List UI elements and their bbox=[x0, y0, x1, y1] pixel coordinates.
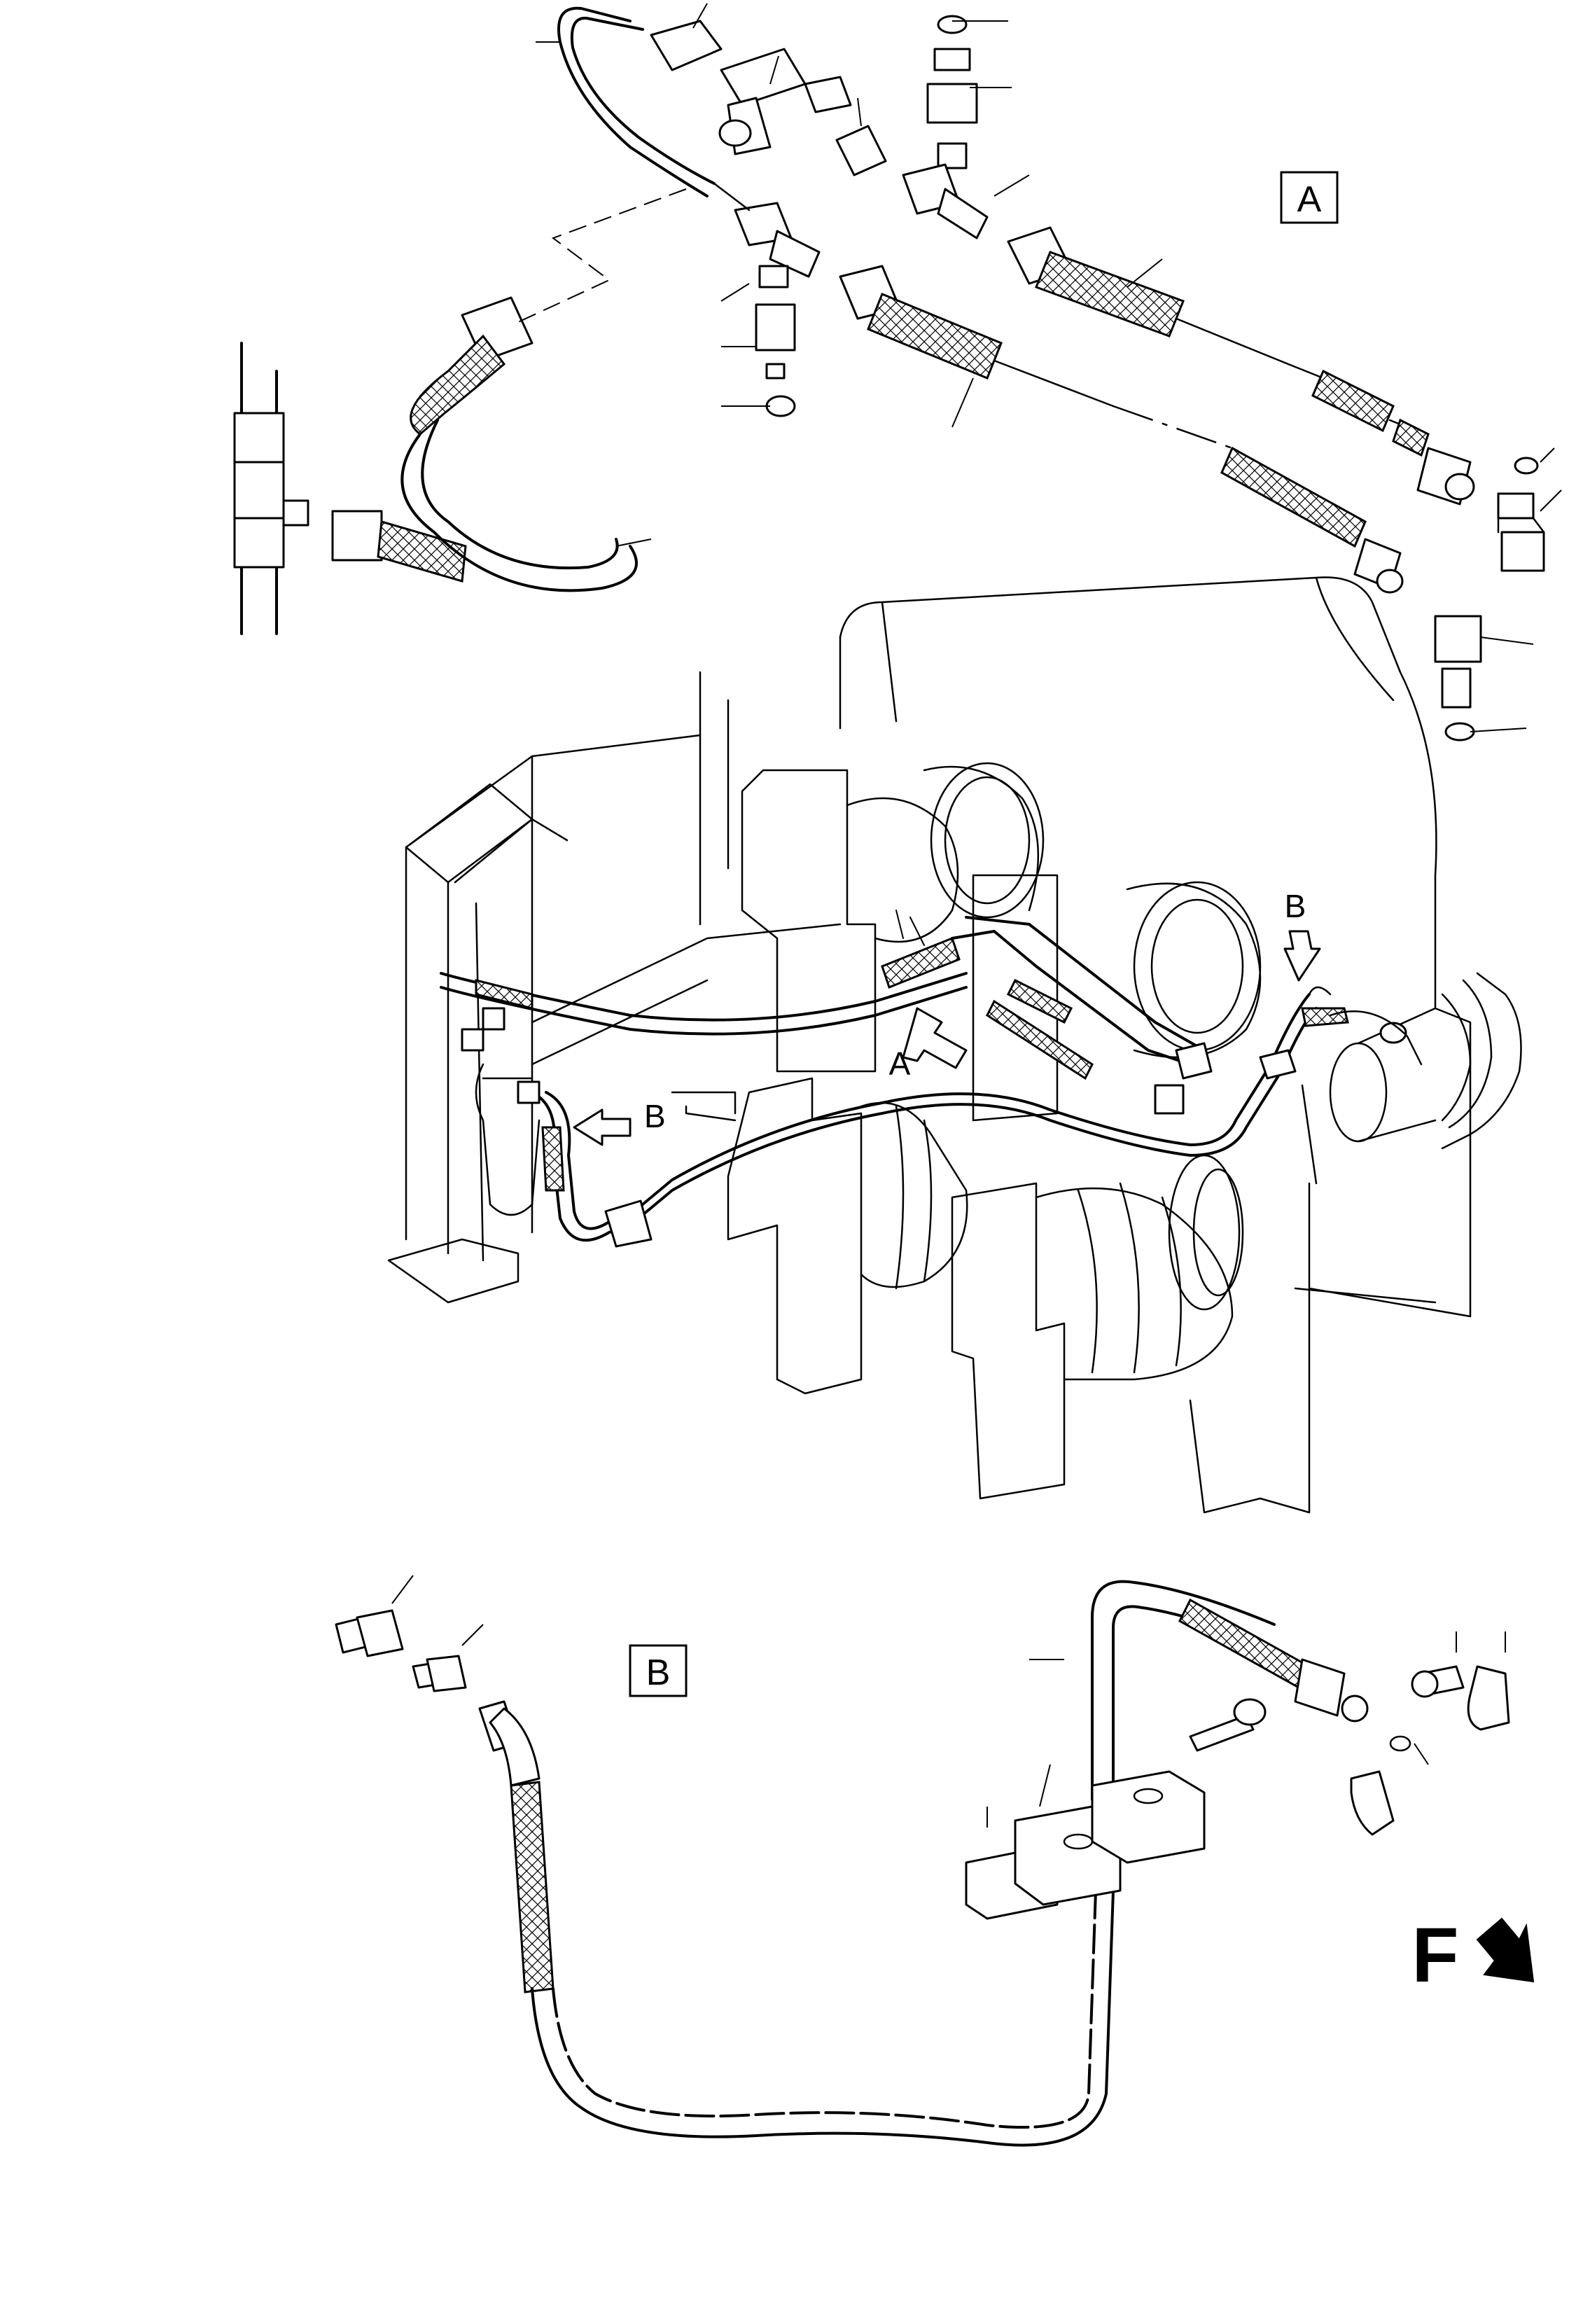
arrow-a-callout: A bbox=[889, 1007, 968, 1082]
rigid-pipe-upper bbox=[557, 6, 709, 197]
flange-b bbox=[1350, 1665, 1510, 1836]
coupling-lower-left bbox=[727, 1077, 968, 1395]
front-indicator: F bbox=[1411, 1912, 1535, 1998]
arrow-b-right-label: B bbox=[1285, 888, 1306, 924]
arrow-b-left-callout: B bbox=[573, 1098, 666, 1146]
coupling-upper bbox=[741, 762, 1045, 1073]
detail-a-label: A bbox=[1297, 179, 1322, 220]
detail-a-label-box: A bbox=[1280, 171, 1339, 224]
hoses-machine-b bbox=[517, 986, 1423, 1248]
output-drive-right bbox=[1329, 972, 1522, 1150]
front-label: F bbox=[1411, 1912, 1458, 1998]
hoses-machine-a bbox=[440, 910, 1213, 1115]
arrow-b-left-label: B bbox=[644, 1098, 666, 1134]
hose-b-right bbox=[1091, 1580, 1369, 1801]
vertical-pipe-tee-left bbox=[233, 342, 467, 635]
tee-fitting-right-top bbox=[902, 15, 989, 239]
leader-lines-b bbox=[391, 1575, 1506, 1828]
tee-fitting-upper bbox=[650, 20, 887, 176]
coupling-lower-right bbox=[951, 1154, 1244, 1500]
hose-a-lower bbox=[839, 265, 1404, 594]
arrow-b-right-callout: B bbox=[1283, 888, 1321, 982]
hose-loop-left bbox=[400, 296, 638, 592]
fittings-b-left bbox=[335, 1609, 519, 1752]
gearbox-housing bbox=[839, 576, 1472, 1514]
filter-canister bbox=[461, 1007, 541, 1216]
arrow-a-label: A bbox=[889, 1045, 911, 1082]
detail-b-assembly: B bbox=[335, 1575, 1535, 2147]
leader-lines-a bbox=[536, 3, 1562, 732]
fittings-right-upper bbox=[1497, 457, 1545, 572]
machine-frame-left bbox=[387, 671, 842, 1304]
detail-a-assembly: A bbox=[233, 3, 1562, 742]
hose-a-upper bbox=[1007, 226, 1475, 506]
front-arrow-icon bbox=[1476, 1917, 1535, 1983]
hose-b-left bbox=[489, 1707, 1115, 2147]
fittings-right-lower bbox=[1434, 615, 1482, 742]
clamp-blocks bbox=[965, 1770, 1206, 1920]
detail-b-label-box: B bbox=[629, 1644, 688, 1697]
tee-fitting-left-middle bbox=[734, 202, 821, 417]
detail-b-label: B bbox=[646, 1652, 671, 1693]
main-machine-assembly: A B B bbox=[387, 576, 1522, 1514]
bolt-b bbox=[1189, 1698, 1267, 1752]
